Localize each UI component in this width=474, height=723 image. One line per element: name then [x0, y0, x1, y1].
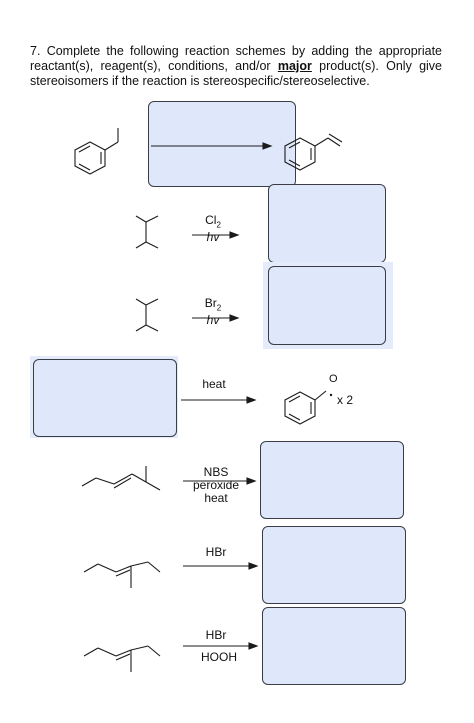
hooh-reagent: HOOH	[201, 650, 237, 664]
styrene-structure	[284, 133, 343, 171]
oxygen-atom-label: O	[329, 373, 338, 385]
phenoxy-structure	[284, 390, 333, 425]
product-multiplier: x 2	[337, 393, 354, 407]
reaction-arrow-6	[183, 562, 259, 570]
answer-box-product-7[interactable]	[262, 607, 406, 685]
question-emphasis: major	[277, 59, 312, 73]
reagent-below-3: hv	[206, 313, 220, 328]
hbr-reagent-7: HBr	[205, 628, 227, 642]
answer-box-product-6[interactable]	[262, 526, 406, 604]
reaction-arrow-5	[183, 477, 257, 485]
answer-box-product-3[interactable]	[268, 266, 386, 345]
answer-box-product-5[interactable]	[260, 441, 404, 519]
dimethylbutane-structure-2	[135, 298, 159, 332]
answer-box-reagent-1[interactable]	[148, 101, 296, 187]
question-text-before: Complete the following reaction schemes …	[30, 44, 442, 73]
alkene-structure-6	[83, 561, 161, 588]
answer-box-reactant-4[interactable]	[33, 359, 177, 437]
question-text: 7. Complete the following reaction schem…	[30, 44, 442, 89]
reagent-label-3: Br2 hv	[193, 297, 233, 327]
reaction-arrow-4	[181, 396, 257, 404]
question-text-after: product(s). Only give stereoisomers if t…	[30, 59, 442, 88]
alkene-structure-7	[83, 645, 161, 672]
answer-box-product-2[interactable]	[268, 184, 386, 263]
ethylbenzene-structure	[74, 128, 119, 175]
bromine-reagent: Br2	[204, 296, 222, 313]
reagent-label-7: HBr	[194, 629, 238, 642]
reaction-arrow-7	[183, 642, 259, 650]
nbs-reagent: NBS	[203, 465, 229, 479]
dimethylbutane-structure-1	[135, 215, 159, 249]
question-number: 7.	[30, 44, 41, 58]
reagent-label-6: HBr	[205, 545, 227, 559]
reaction-arrow-3	[192, 314, 240, 322]
reagent-label-2: Cl2 hv	[193, 214, 233, 244]
reaction-arrow-2	[192, 231, 240, 239]
alkene-structure-5	[81, 466, 161, 491]
peroxide-reagent: peroxide	[192, 478, 240, 492]
chlorine-reagent: Cl2	[205, 213, 221, 230]
reaction-arrow-1	[151, 142, 273, 150]
heat-condition-5: heat	[204, 491, 228, 505]
reagent-label-5: NBS peroxide heat	[190, 466, 242, 505]
reagent-below-2: hv	[206, 230, 220, 245]
reagent-label-4: heat	[202, 377, 226, 391]
